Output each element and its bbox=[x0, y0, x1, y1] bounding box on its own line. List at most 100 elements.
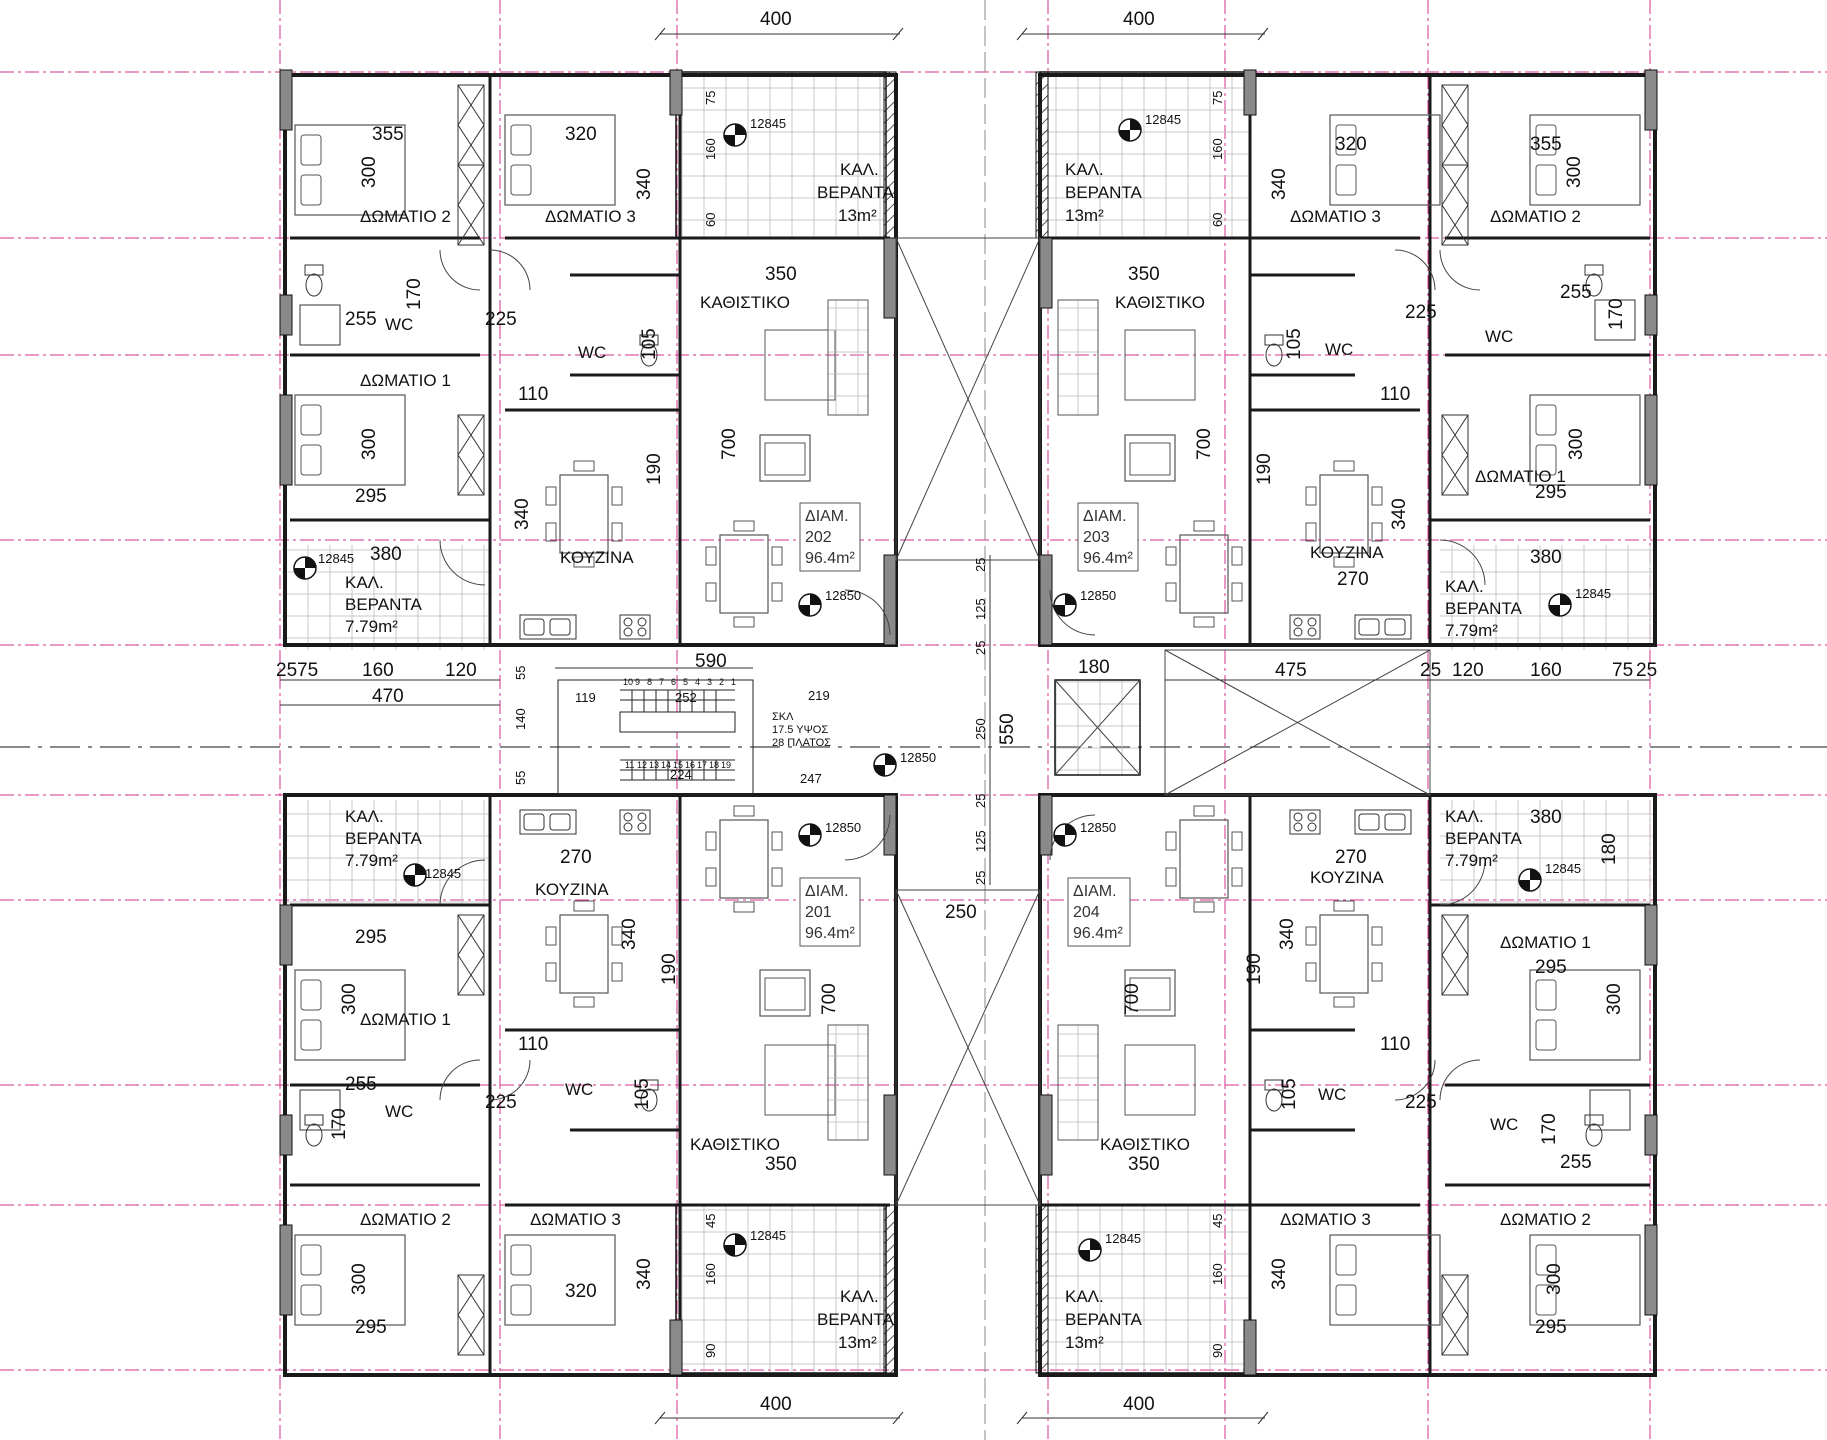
dim-204-veranda-small-w: 380 bbox=[1530, 807, 1562, 828]
level-202-entry: 12850 bbox=[825, 588, 861, 603]
dim-202-hall: 225 bbox=[485, 309, 517, 330]
stair-top-run: 252 bbox=[675, 690, 697, 705]
level-201-small-veranda: 12845 bbox=[425, 866, 461, 881]
svg-text:6: 6 bbox=[671, 677, 676, 687]
columns bbox=[279, 69, 1658, 1376]
stair-top-numbers: 10 9 8 7 6 5 4 3 2 1 bbox=[623, 677, 736, 687]
room-label-wc-202: WC bbox=[385, 315, 413, 334]
svg-text:5: 5 bbox=[683, 677, 688, 687]
dim-204-bed1-h: 300 bbox=[1604, 983, 1625, 1015]
room-label-bed2-201: ΔΩΜΑΤΙΟ 2 bbox=[360, 1210, 451, 1229]
dim-202-kitchen-h: 340 bbox=[512, 498, 533, 530]
dim-top-right: 400 bbox=[1123, 9, 1155, 30]
dim-201-bed3-h: 340 bbox=[634, 1258, 655, 1290]
dim-204-veranda-small-h: 180 bbox=[1599, 833, 1620, 865]
top-dimensions bbox=[654, 27, 1269, 41]
dim-203-kitchen-h: 340 bbox=[1389, 498, 1410, 530]
corr-dim-5: 25 bbox=[973, 794, 988, 808]
level-marker-icon bbox=[293, 118, 1572, 1262]
svg-text:9: 9 bbox=[635, 677, 640, 687]
level-203-entry: 12850 bbox=[1080, 588, 1116, 603]
room-label-wc2-201: WC bbox=[565, 1080, 593, 1099]
dim-bottom-left: 400 bbox=[760, 1394, 792, 1415]
sofa-icon bbox=[759, 299, 1196, 1141]
dim-202-ver-b: 160 bbox=[703, 138, 718, 160]
dim-203-kitchen-w: 190 bbox=[1254, 453, 1275, 485]
core-dim-left-d: 120 bbox=[445, 660, 477, 681]
level-204-small-veranda: 12845 bbox=[1545, 861, 1581, 876]
svg-text:15: 15 bbox=[673, 760, 683, 770]
svg-text:19: 19 bbox=[721, 760, 731, 770]
room-label-living-202: ΚΑΘΙΣΤΙΚΟ bbox=[700, 293, 790, 312]
room-label-wc-204: WC bbox=[1490, 1115, 1518, 1134]
small-veranda-label-203: ΚΑΛ. ΒΕΡΑΝΤΑ 7.79m² bbox=[1445, 577, 1526, 640]
dim-201-living-h: 700 bbox=[819, 983, 840, 1015]
dim-201-ver-a: 45 bbox=[703, 1214, 718, 1228]
veranda-203-tile bbox=[1039, 71, 1251, 239]
dim-201-bed1-w: 295 bbox=[355, 927, 387, 948]
unit-tag-204: ΔΙΑΜ. 204 96.4m² bbox=[1073, 883, 1123, 942]
dim-203-bed2-w: 355 bbox=[1530, 134, 1562, 155]
svg-text:11: 11 bbox=[625, 760, 634, 770]
dim-204-wc-w: 255 bbox=[1560, 1152, 1592, 1173]
stair-bottom-numbers: 11 12 13 14 15 16 17 18 19 bbox=[625, 760, 731, 770]
svg-text:10: 10 bbox=[623, 677, 633, 687]
small-veranda-tile bbox=[282, 800, 492, 905]
dim-204-living-h: 700 bbox=[1122, 983, 1143, 1015]
dim-204-kitchen-len: 270 bbox=[1335, 847, 1367, 868]
room-label-bed2-204: ΔΩΜΑΤΙΟ 2 bbox=[1500, 1210, 1591, 1229]
dim-204-store: 110 bbox=[1380, 1034, 1410, 1055]
core-dim-stair-v1: 55 bbox=[513, 666, 528, 680]
dim-202-wc-w: 255 bbox=[345, 309, 377, 330]
core-dim-left-a: 25 bbox=[276, 660, 297, 681]
core-dim-right-d: 160 bbox=[1530, 660, 1562, 681]
room-label-kitchen-204: ΚΟΥΖΙΝΑ bbox=[1310, 868, 1384, 887]
room-label-bed1-203: ΔΩΜΑΤΙΟ 1 bbox=[1475, 467, 1566, 486]
room-label-living-201: ΚΑΘΙΣΤΙΚΟ bbox=[690, 1135, 780, 1154]
dim-201-ver-c: 90 bbox=[703, 1344, 718, 1358]
veranda-label-203: ΚΑΛ. ΒΕΡΑΝΤΑ 13m² bbox=[1065, 160, 1146, 225]
dim-204-wc-h: 170 bbox=[1539, 1113, 1560, 1145]
level-202-veranda: 12845 bbox=[750, 116, 786, 131]
interior-walls bbox=[290, 75, 1650, 1375]
core-dim-left-total: 470 bbox=[372, 686, 404, 707]
room-label-wc2-204: WC bbox=[1318, 1085, 1346, 1104]
dim-204-bed1-w: 295 bbox=[1535, 957, 1567, 978]
dim-202-living-w: 350 bbox=[765, 264, 797, 285]
dim-203-wc-h: 170 bbox=[1606, 298, 1627, 330]
dim-204-living-w: 350 bbox=[1128, 1154, 1160, 1175]
svg-text:1: 1 bbox=[731, 677, 736, 687]
shaft-cross-icon bbox=[895, 237, 1431, 1206]
room-label-bed2-203: ΔΩΜΑΤΙΟ 2 bbox=[1490, 207, 1581, 226]
dim-top-left: 400 bbox=[760, 9, 792, 30]
veranda-label-201: ΚΑΛ. ΒΕΡΑΝΤΑ 13m² bbox=[817, 1287, 898, 1352]
dim-202-bed3-h: 340 bbox=[634, 168, 655, 200]
room-label-bed3-204: ΔΩΜΑΤΙΟ 3 bbox=[1280, 1210, 1371, 1229]
veranda-small-label-201: ΚΑΛ. ΒΕΡΑΝΤΑ 7.79m² bbox=[345, 807, 426, 870]
dining-table-icon bbox=[545, 460, 1383, 1008]
veranda-label-204: ΚΑΛ. ΒΕΡΑΝΤΑ 13m² bbox=[1065, 1287, 1146, 1352]
core-left-dimline bbox=[280, 555, 1650, 885]
level-204-entry: 12850 bbox=[1080, 820, 1116, 835]
dim-203-ver-b: 160 bbox=[1210, 138, 1225, 160]
stair-dim-247: 247 bbox=[800, 771, 822, 786]
room-label-wc2-202: WC bbox=[578, 343, 606, 362]
dim-202-bed3-w: 320 bbox=[565, 124, 597, 145]
dim-201-bed2-h: 300 bbox=[349, 1263, 370, 1295]
dim-201-bed3-w: 320 bbox=[565, 1281, 597, 1302]
core-dim-right-e: 75 bbox=[1612, 660, 1633, 681]
dim-203-living-h: 700 bbox=[1194, 428, 1215, 460]
room-label-kitchen-202: ΚΟΥΖΙΝΑ bbox=[560, 548, 634, 567]
level-202-small-veranda: 12845 bbox=[318, 551, 354, 566]
corr-dim-3: 25 bbox=[973, 641, 988, 655]
level-201-veranda: 12845 bbox=[750, 1228, 786, 1243]
dim-203-living-w: 350 bbox=[1128, 264, 1160, 285]
core-level: 12850 bbox=[900, 750, 936, 765]
dim-202-store: 110 bbox=[518, 384, 548, 405]
room-label-bed1-201: ΔΩΜΑΤΙΟ 1 bbox=[360, 1010, 451, 1029]
dim-201-wc-w: 255 bbox=[345, 1074, 377, 1095]
level-203-veranda: 12845 bbox=[1145, 112, 1181, 127]
shower-tray-icon bbox=[299, 299, 1636, 1131]
unit-tag-box-202 bbox=[799, 502, 861, 572]
core-dim-left-c: 160 bbox=[362, 660, 394, 681]
